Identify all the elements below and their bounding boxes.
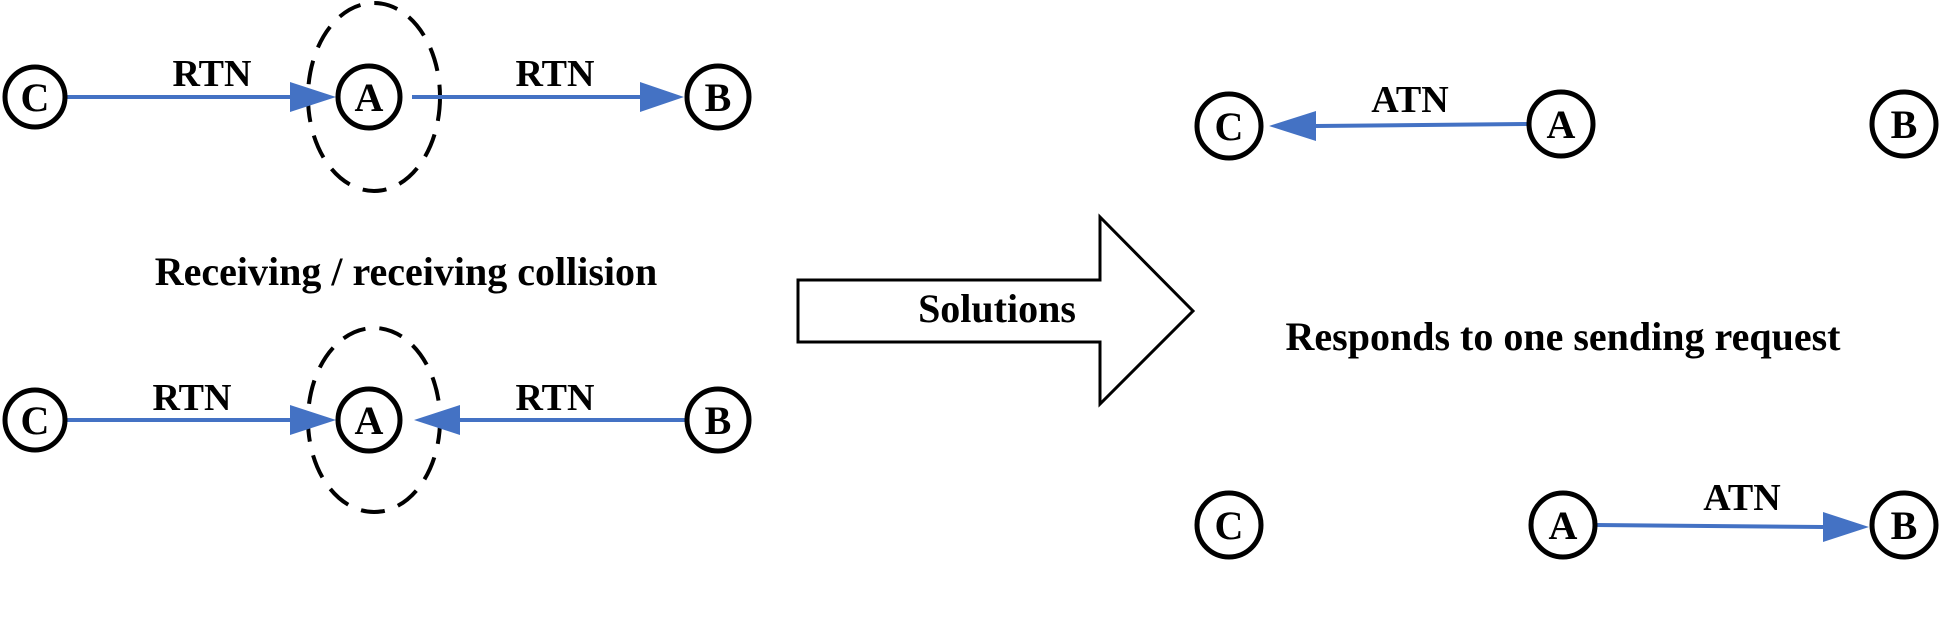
node-c-top-left: C <box>2 64 68 130</box>
edge-label-rtn-ba-bottom: RTN <box>516 377 595 419</box>
arrowhead-c-to-a-top <box>290 82 336 112</box>
node-c-bottom-right: C <box>1194 490 1264 560</box>
node-a-top-right: A <box>1526 89 1596 159</box>
edge-label-rtn-ca-bottom: RTN <box>153 377 232 419</box>
node-a-label: A <box>355 75 384 120</box>
node-b-label: B <box>705 75 732 120</box>
node-c-label: C <box>21 398 50 443</box>
node-b-bottom-left: B <box>684 386 752 454</box>
scenario-bottom-left: RTN RTN C A B <box>2 326 752 514</box>
scenario-top-right: ATN C A B <box>1194 79 1939 161</box>
solutions-arrow-shape <box>796 213 1196 408</box>
arrowhead-b-to-a-bottom <box>414 405 460 435</box>
edge-label-rtn-ab-top: RTN <box>516 53 595 95</box>
caption-receiving-collision: Receiving / receiving collision <box>155 249 658 294</box>
node-c-top-right: C <box>1194 91 1264 161</box>
arrow-a-to-c-top <box>1315 122 1529 128</box>
node-a-label: A <box>1547 102 1576 147</box>
scenario-bottom-right: ATN C A B <box>1194 477 1939 560</box>
arrowhead-a-to-b-top <box>640 82 684 112</box>
node-c-label: C <box>21 75 50 120</box>
arrow-a-to-b-bottom <box>1595 523 1824 529</box>
node-c-label: C <box>1215 503 1244 548</box>
node-b-bottom-right: B <box>1869 490 1939 560</box>
node-b-label: B <box>705 398 732 443</box>
node-a-label: A <box>1549 503 1578 548</box>
edge-label-rtn-ca-top: RTN <box>173 53 252 95</box>
edge-label-atn-ab-bottom: ATN <box>1703 477 1780 519</box>
arrowhead-a-to-b-bottom <box>1823 512 1869 542</box>
solutions-label: Solutions <box>918 286 1076 331</box>
node-a-bottom-right: A <box>1528 490 1598 560</box>
solutions-arrow: Solutions <box>796 213 1196 408</box>
edge-label-atn-ac-top: ATN <box>1371 79 1448 121</box>
node-a-label: A <box>355 398 384 443</box>
node-b-label: B <box>1891 503 1918 548</box>
caption-responds-one-request: Responds to one sending request <box>1286 314 1842 359</box>
node-c-bottom-left: C <box>2 387 68 453</box>
node-b-top-left: B <box>684 63 752 131</box>
node-c-label: C <box>1215 104 1244 149</box>
scenario-top-left: RTN RTN C A B <box>2 1 752 193</box>
arrowhead-a-to-c-top <box>1269 111 1316 141</box>
node-b-label: B <box>1891 102 1918 147</box>
node-a-bottom-left: A <box>335 386 403 454</box>
arrowhead-c-to-a-bottom <box>290 405 336 435</box>
node-a-top-left: A <box>335 63 403 131</box>
node-b-top-right: B <box>1869 89 1939 159</box>
